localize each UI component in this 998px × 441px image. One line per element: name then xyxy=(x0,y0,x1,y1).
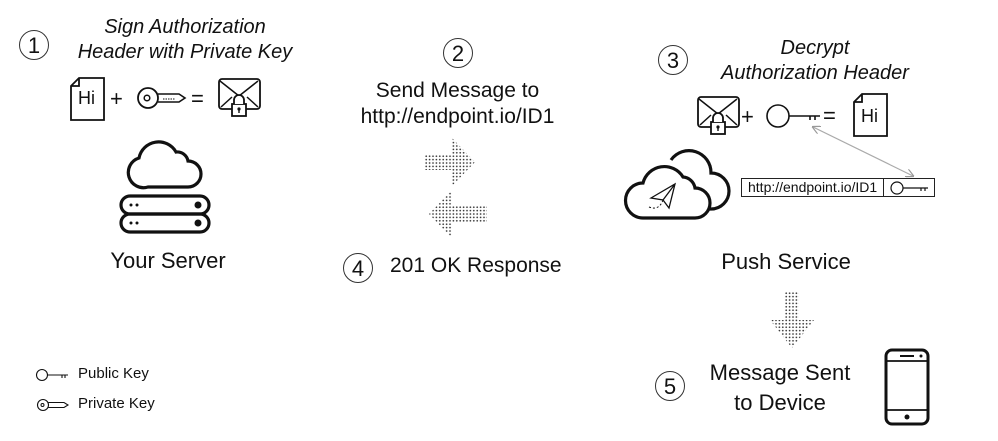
step-1-number: 1 xyxy=(19,30,49,60)
private-key-icon xyxy=(36,398,70,412)
private-key-icon xyxy=(137,87,187,109)
dotted-arrows xyxy=(425,138,487,238)
endpoint-key xyxy=(884,179,934,196)
step-2-title: Send Message to http://endpoint.io/ID1 xyxy=(335,78,580,130)
step-5-title-line-1: Message Sent xyxy=(709,360,851,385)
endpoint-url: http://endpoint.io/ID1 xyxy=(742,179,885,196)
equals-sign: = xyxy=(823,103,836,128)
step-3-title: Decrypt Authorization Header xyxy=(700,36,930,86)
legend-label: Public Key xyxy=(78,365,149,382)
step-2-title-line-2: http://endpoint.io/ID1 xyxy=(360,105,555,128)
step-5-title: Message Sent to Device xyxy=(695,358,865,418)
step-2-number: 2 xyxy=(443,38,473,68)
step-5-title-line-2: to Device xyxy=(734,390,826,415)
document-icon xyxy=(70,77,105,121)
document-text: Hi xyxy=(861,106,878,126)
step-5-number: 5 xyxy=(655,371,685,401)
smartphone-icon xyxy=(884,348,930,426)
step-3-number: 3 xyxy=(658,45,688,75)
connector-arrow xyxy=(805,124,920,184)
legend-label: Private Key xyxy=(78,395,155,412)
public-key-icon xyxy=(890,181,929,195)
plus-sign: + xyxy=(741,104,754,129)
server-icon xyxy=(119,140,211,234)
step-4-number: 4 xyxy=(343,253,373,283)
arrow-down-icon xyxy=(770,292,814,348)
push-service-label: Push Service xyxy=(721,249,851,274)
locked-envelope-icon xyxy=(697,96,740,135)
plus-sign: + xyxy=(110,86,123,111)
document-text: Hi xyxy=(78,88,95,108)
public-key-icon xyxy=(35,368,68,382)
public-key-icon xyxy=(766,104,820,128)
arrow-left-icon xyxy=(429,190,487,238)
server-label: Your Server xyxy=(110,248,226,273)
endpoint-box: http://endpoint.io/ID1 xyxy=(741,178,936,197)
step-1-title-line-2: Header with Private Key xyxy=(77,41,293,63)
locked-envelope-icon xyxy=(218,78,261,117)
equals-sign: = xyxy=(191,86,204,111)
step-4-title: 201 OK Response xyxy=(390,254,562,277)
step-3-title-line-2: Authorization Header xyxy=(721,62,909,84)
step-3-title-line-1: Decrypt xyxy=(780,37,850,59)
arrow-right-icon xyxy=(425,138,475,186)
step-1-title-line-1: Sign Authorization xyxy=(104,16,266,38)
step-2-title-line-1: Send Message to xyxy=(375,79,540,102)
step-1-title: Sign Authorization Header with Private K… xyxy=(55,15,315,65)
push-service-cloud-icon xyxy=(623,149,731,220)
